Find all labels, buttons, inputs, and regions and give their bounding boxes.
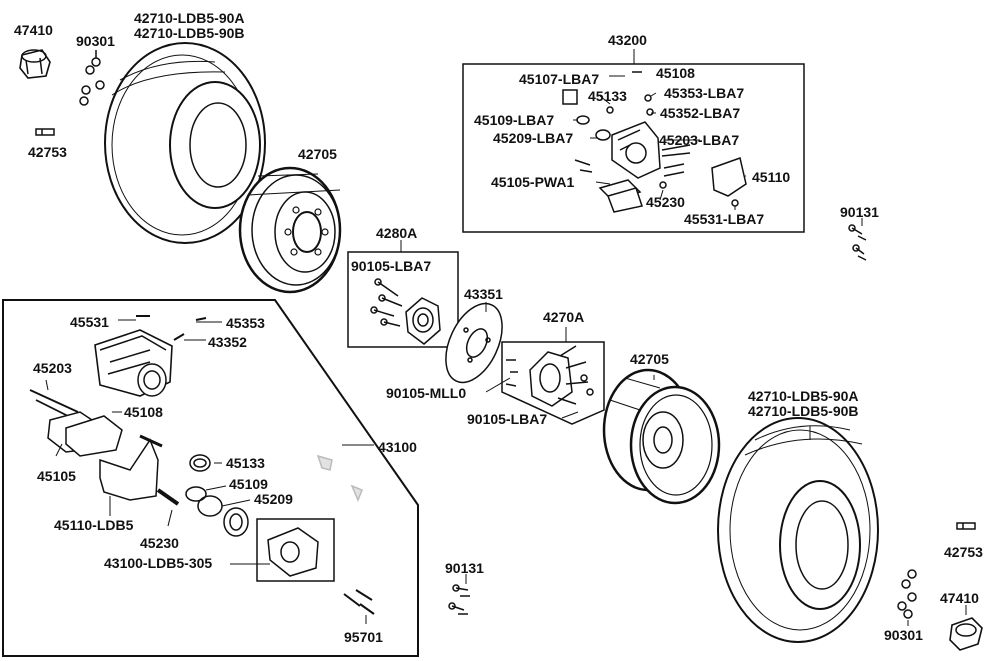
bolts-90131-right — [848, 218, 867, 261]
label-45230-top: 45230 — [646, 194, 685, 210]
label-42753-top: 42753 — [28, 144, 67, 160]
label-90301-top: 90301 — [76, 33, 115, 49]
label-45107: 45107-LBA7 — [519, 71, 600, 87]
label-90105-lba7-a: 90105-LBA7 — [351, 258, 432, 274]
label-45109-box: 45109 — [229, 476, 268, 492]
label-tire-top: 42710-LDB5-90A 42710-LDB5-90B — [134, 10, 245, 41]
rim-rear — [602, 368, 721, 505]
tire-front-left — [104, 42, 266, 244]
valve-42753-bottom — [956, 522, 976, 530]
group-43200 — [462, 49, 805, 233]
label-45108-box: 45108 — [124, 404, 163, 420]
bolts-90131-left — [448, 574, 470, 615]
label-45203-box: 45203 — [33, 360, 72, 376]
brake-disc-43351 — [445, 302, 503, 384]
label-45110-ldb5: 45110-LDB5 — [54, 517, 134, 533]
label-42753-bottom: 42753 — [944, 544, 983, 560]
group-4270A — [485, 327, 605, 425]
rim-front — [238, 166, 342, 294]
label-90131-right: 90131 — [840, 204, 879, 220]
nut-47410-top — [19, 49, 51, 79]
nut-47410-bottom — [949, 605, 983, 651]
label-45133-box: 45133 — [226, 455, 265, 471]
label-group-43200: 43200 — [608, 32, 647, 48]
watermark-marks — [316, 454, 363, 502]
label-rim-mid: 42705 — [630, 351, 669, 367]
label-45110-top: 45110 — [752, 169, 791, 185]
label-45531-top: 45531-LBA7 — [684, 211, 765, 227]
label-rim-top: 42705 — [298, 146, 337, 162]
label-45353-box: 45353 — [226, 315, 265, 331]
group-4280A — [347, 240, 459, 348]
label-90131-bottom: 90131 — [445, 560, 484, 576]
label-43352-box: 43352 — [208, 334, 247, 350]
label-tire-bottom: 42710-LDB5-90A 42710-LDB5-90B — [748, 388, 859, 419]
label-group-43100: 43100 — [378, 439, 417, 455]
label-45352-top: 45352-LBA7 — [660, 105, 741, 121]
label-45230-box: 45230 — [140, 535, 179, 551]
label-47410-bottom: 47410 — [940, 590, 979, 606]
group-43100 — [2, 299, 419, 657]
label-43351: 43351 — [464, 286, 503, 302]
label-95701: 95701 — [344, 629, 383, 645]
label-45353-top: 45353-LBA7 — [664, 85, 745, 101]
label-45105-top: 45105-PWA1 — [491, 174, 575, 190]
label-45209-top: 45209-LBA7 — [493, 130, 574, 146]
label-90105-mll0: 90105-MLL0 — [386, 385, 467, 401]
label-45133-top: 45133 — [588, 88, 627, 104]
label-45109-top: 45109-LBA7 — [474, 112, 555, 128]
label-group-4270A: 4270A — [543, 309, 585, 325]
label-90301-bottom: 90301 — [884, 627, 923, 643]
washer-nuts-90301-top — [79, 50, 105, 106]
label-43100-ldb5-305: 43100-LDB5-305 — [104, 555, 213, 571]
label-45105-box: 45105 — [37, 468, 76, 484]
valve-42753-top — [35, 128, 55, 136]
label-45531-box: 45531 — [70, 314, 109, 330]
label-group-4280A: 4280A — [376, 225, 418, 241]
label-45108-top: 45108 — [656, 65, 695, 81]
label-47410-top: 47410 — [14, 22, 53, 38]
label-45209-box: 45209 — [254, 491, 293, 507]
label-45203-top: 45203-LBA7 — [659, 132, 740, 148]
tire-rear-right — [717, 417, 879, 643]
label-90105-lba7-b: 90105-LBA7 — [467, 411, 548, 427]
washer-nuts-90301-bottom — [897, 569, 917, 626]
